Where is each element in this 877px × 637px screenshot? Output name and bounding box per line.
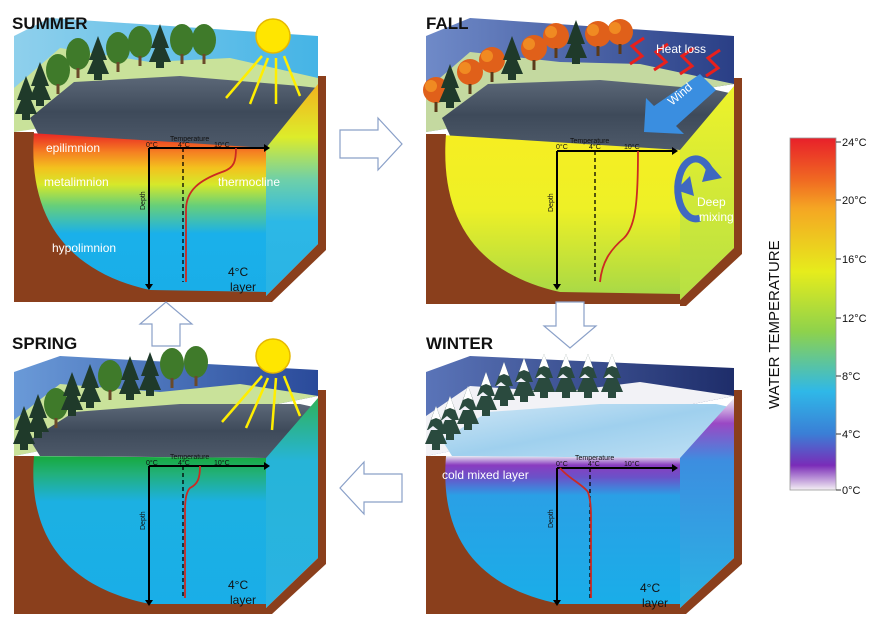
winter-cold-mixed-label: cold mixed layer	[442, 468, 529, 482]
summer-water-front	[14, 132, 266, 296]
legend-tick-8: 8°C	[842, 371, 861, 383]
summer-soil-left	[14, 132, 266, 302]
summer-temperature-profile	[185, 147, 237, 282]
fall-water-side	[680, 86, 734, 300]
fall-tick-4: 4°C	[589, 143, 601, 151]
arrow-summer-to-fall-icon	[339, 116, 403, 172]
temperature-legend: 24°C 20°C 16°C 12°C 8°C 4°C 0°C WATER TE…	[766, 137, 867, 497]
summer-thermocline-label: thermocline	[218, 175, 280, 189]
arrow-fall-to-winter-icon	[542, 301, 598, 349]
spring-water-front	[14, 456, 266, 608]
fall-title: FALL	[426, 14, 469, 33]
legend-title: WATER TEMPERATURE	[766, 240, 783, 409]
winter-tick-10: 10°C	[624, 460, 640, 468]
summer-layer-word: layer	[230, 280, 256, 294]
fall-mixing-arrowhead	[702, 162, 722, 182]
summer-lake-surface	[30, 76, 318, 148]
spring-profile-axes: Temperature 0°C 4°C 10°C Depth	[140, 454, 270, 606]
spring-soil-left	[14, 456, 266, 614]
spring-title: SPRING	[12, 334, 77, 353]
spring-tick-4: 4°C	[178, 459, 190, 467]
winter-layer-temp: 4°C	[640, 581, 660, 595]
spring-temperature-label: Temperature	[170, 454, 209, 461]
legend-tick-24: 24°C	[842, 137, 867, 149]
winter-title: WINTER	[426, 334, 493, 353]
winter-water-front	[426, 456, 680, 608]
panel-summer: SUMMER epilimnion metalimnion thermoclin…	[12, 14, 326, 302]
winter-tick-4: 4°C	[588, 460, 600, 468]
winter-layer-word: layer	[642, 596, 668, 610]
panel-winter: WINTER cold mixed layer 4°C layer Temper…	[425, 334, 742, 614]
winter-ice-surface	[442, 404, 734, 458]
winter-soil-left	[426, 456, 680, 614]
fall-profile-axes: Temperature 0°C 4°C 10°C Depth	[548, 138, 678, 290]
legend-tick-20: 20°C	[842, 195, 867, 207]
spring-depth-label: Depth	[140, 511, 147, 530]
legend-tick-4: 4°C	[842, 429, 861, 441]
legend-tick-marks	[836, 141, 841, 491]
legend-tick-12: 12°C	[842, 313, 867, 325]
fall-mixing-arrowhead-2	[676, 176, 694, 196]
legend-tick-0: 0°C	[842, 485, 861, 497]
winter-water-side	[680, 398, 734, 608]
spring-sun-rays	[221, 375, 302, 431]
summer-soil-right	[266, 76, 326, 302]
spring-lake-surface	[30, 404, 318, 458]
winter-depth-label: Depth	[548, 509, 555, 528]
summer-layer-temp: 4°C	[228, 265, 248, 279]
fall-tick-10: 10°C	[624, 143, 640, 151]
spring-sun-icon	[255, 338, 291, 374]
panel-fall: Heat loss Wind Deep mixing FALL Temperat…	[423, 14, 742, 306]
winter-temperature-profile	[559, 467, 592, 598]
summer-depth-label: Depth	[140, 191, 147, 210]
spring-layer-word: layer	[230, 593, 256, 607]
winter-soil-right	[680, 390, 742, 614]
spring-soil-right	[266, 390, 326, 614]
arrow-winter-to-spring-icon	[339, 460, 403, 516]
spring-tick-10: 10°C	[214, 459, 230, 467]
winter-profile-axes: Temperature 0°C 4°C 10°C Depth	[548, 455, 678, 606]
fall-heat-loss-arrows	[629, 36, 721, 78]
fall-soil-right	[680, 78, 742, 306]
summer-tick-4: 4°C	[178, 141, 190, 149]
fall-temperature-profile	[599, 150, 639, 283]
fall-soil-left	[426, 134, 680, 304]
summer-temperature-label: Temperature	[170, 136, 209, 143]
fall-deep-label: Deep	[697, 195, 726, 209]
fall-mixing-circle-icon	[674, 155, 716, 223]
spring-water-side	[266, 398, 318, 608]
fall-heat-loss-label: Heat loss	[656, 42, 706, 56]
summer-water-side	[266, 84, 318, 296]
fall-depth-label: Depth	[548, 193, 555, 212]
summer-tick-10: 10°C	[214, 141, 230, 149]
summer-sun-rays	[225, 55, 302, 105]
summer-profile-axes: Temperature 0°C 4°C 10°C Depth	[140, 136, 270, 290]
fall-mixing-label: mixing	[699, 210, 734, 224]
spring-tick-0: 0°C	[146, 459, 158, 467]
summer-metalimnion-label: metalimnion	[44, 175, 109, 189]
legend-color-bar	[789, 137, 837, 491]
fall-tick-0: 0°C	[556, 143, 568, 151]
fall-water-front	[426, 134, 680, 300]
spring-layer-temp: 4°C	[228, 578, 248, 592]
winter-tick-0: 0°C	[556, 460, 568, 468]
summer-hypolimnion-label: hypolimnion	[52, 241, 116, 255]
arrow-spring-to-summer-icon	[138, 301, 194, 347]
legend-tick-16: 16°C	[842, 254, 867, 266]
summer-sun-icon	[255, 18, 291, 54]
fall-temperature-label: Temperature	[570, 138, 609, 145]
summer-tick-0: 0°C	[146, 141, 158, 149]
spring-temperature-profile	[184, 465, 201, 598]
fall-wind-arrow-icon	[644, 74, 716, 134]
summer-title: SUMMER	[12, 14, 88, 33]
winter-temperature-label: Temperature	[575, 455, 614, 462]
panel-spring: SPRING 4°C layer Temperature 0°C 4°C 10°…	[12, 334, 326, 614]
summer-epilimnion-label: epilimnion	[46, 141, 100, 155]
